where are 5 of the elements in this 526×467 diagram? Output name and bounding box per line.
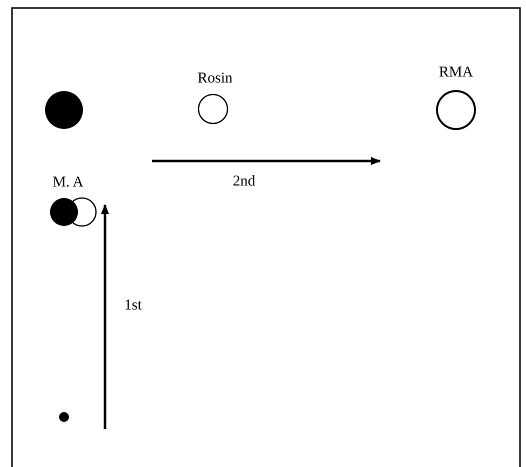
spot-label: M. A bbox=[52, 174, 84, 192]
direction-label: 2nd bbox=[232, 174, 256, 190]
spot-label: Rosin bbox=[198, 70, 232, 88]
spot-label: RMA bbox=[438, 64, 474, 82]
direction-label: 1st bbox=[124, 298, 142, 314]
